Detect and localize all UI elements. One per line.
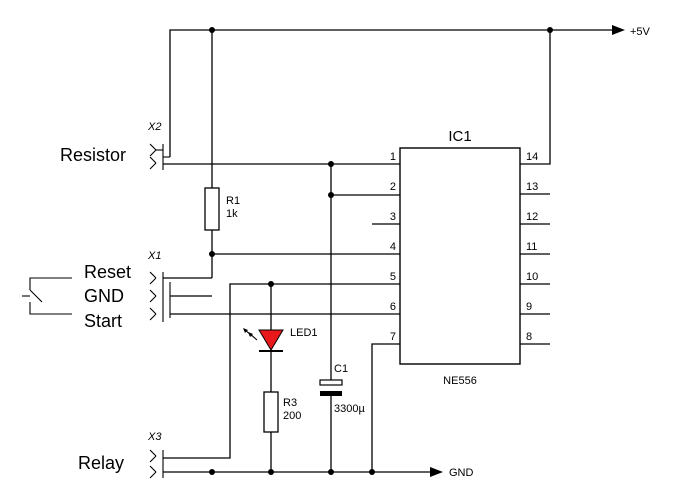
c1-ref: C1 (334, 363, 348, 375)
resistor-r1: R1 1k (204, 30, 240, 278)
ic-pin-14: 14 (526, 151, 538, 163)
ic-pin-4: 4 (390, 241, 396, 253)
r3-value: 200 (283, 410, 301, 422)
pin-label-gnd: GND (84, 286, 124, 306)
connector-x3-label: X3 (147, 431, 162, 443)
ground-label: GND (449, 467, 474, 479)
connector-x1: X1 Reset GND Start (22, 250, 400, 331)
ic-pin-2: 2 (390, 181, 396, 193)
capacitor-c1: C1 3300µ (319, 164, 400, 472)
ground-rail: GND (163, 467, 474, 479)
jack-relay-icon (149, 449, 157, 463)
resistor-r3 (263, 391, 279, 433)
r1-value: 1k (226, 208, 238, 220)
jack-resistor-icon (149, 143, 157, 157)
connector-x3: X3 Relay (78, 281, 400, 479)
ic-part: NE556 (443, 375, 477, 387)
jack-gnd-icon (149, 289, 157, 303)
connector-x2-label: X2 (147, 121, 161, 133)
ic-pin-6: 6 (390, 301, 396, 313)
pin-label-relay: Relay (78, 453, 124, 473)
led-ref: LED1 (290, 327, 318, 339)
ic-pin-8: 8 (526, 331, 532, 343)
ic-pin-1: 1 (390, 151, 396, 163)
ic-pin-13: 13 (526, 181, 538, 193)
ic-ref: IC1 (448, 128, 471, 145)
pin-label-reset: Reset (84, 262, 131, 282)
c1-value: 3300µ (334, 403, 365, 415)
jack-resistor-lower-icon (149, 156, 157, 170)
supply-rail: +5V (169, 25, 651, 165)
connector-x1-label: X1 (147, 250, 161, 262)
ic-pin-10: 10 (526, 271, 538, 283)
led-icon (258, 329, 284, 351)
r3-ref: R3 (283, 397, 297, 409)
r1-ref: R1 (226, 195, 240, 207)
jack-start-icon (149, 307, 157, 321)
ground-arrow-icon (430, 467, 443, 477)
ic-pin-5: 5 (390, 271, 396, 283)
pin-label-resistor: Resistor (60, 145, 126, 165)
supply-label: +5V (630, 26, 651, 38)
ic-pin-11: 11 (526, 241, 537, 253)
ic-pin-3: 3 (390, 211, 396, 223)
ic-pin-9: 9 (526, 301, 532, 313)
jack-reset-icon (149, 271, 157, 285)
jack-relay-lower-icon (149, 465, 157, 479)
pin-label-start: Start (84, 311, 122, 331)
led-r3-branch: LED1 R3 200 (243, 284, 318, 472)
supply-arrow-icon (612, 25, 625, 35)
ic-pin-7: 7 (390, 331, 396, 343)
ic-pin-12: 12 (526, 211, 538, 223)
connector-x2: X2 Resistor (60, 121, 400, 170)
